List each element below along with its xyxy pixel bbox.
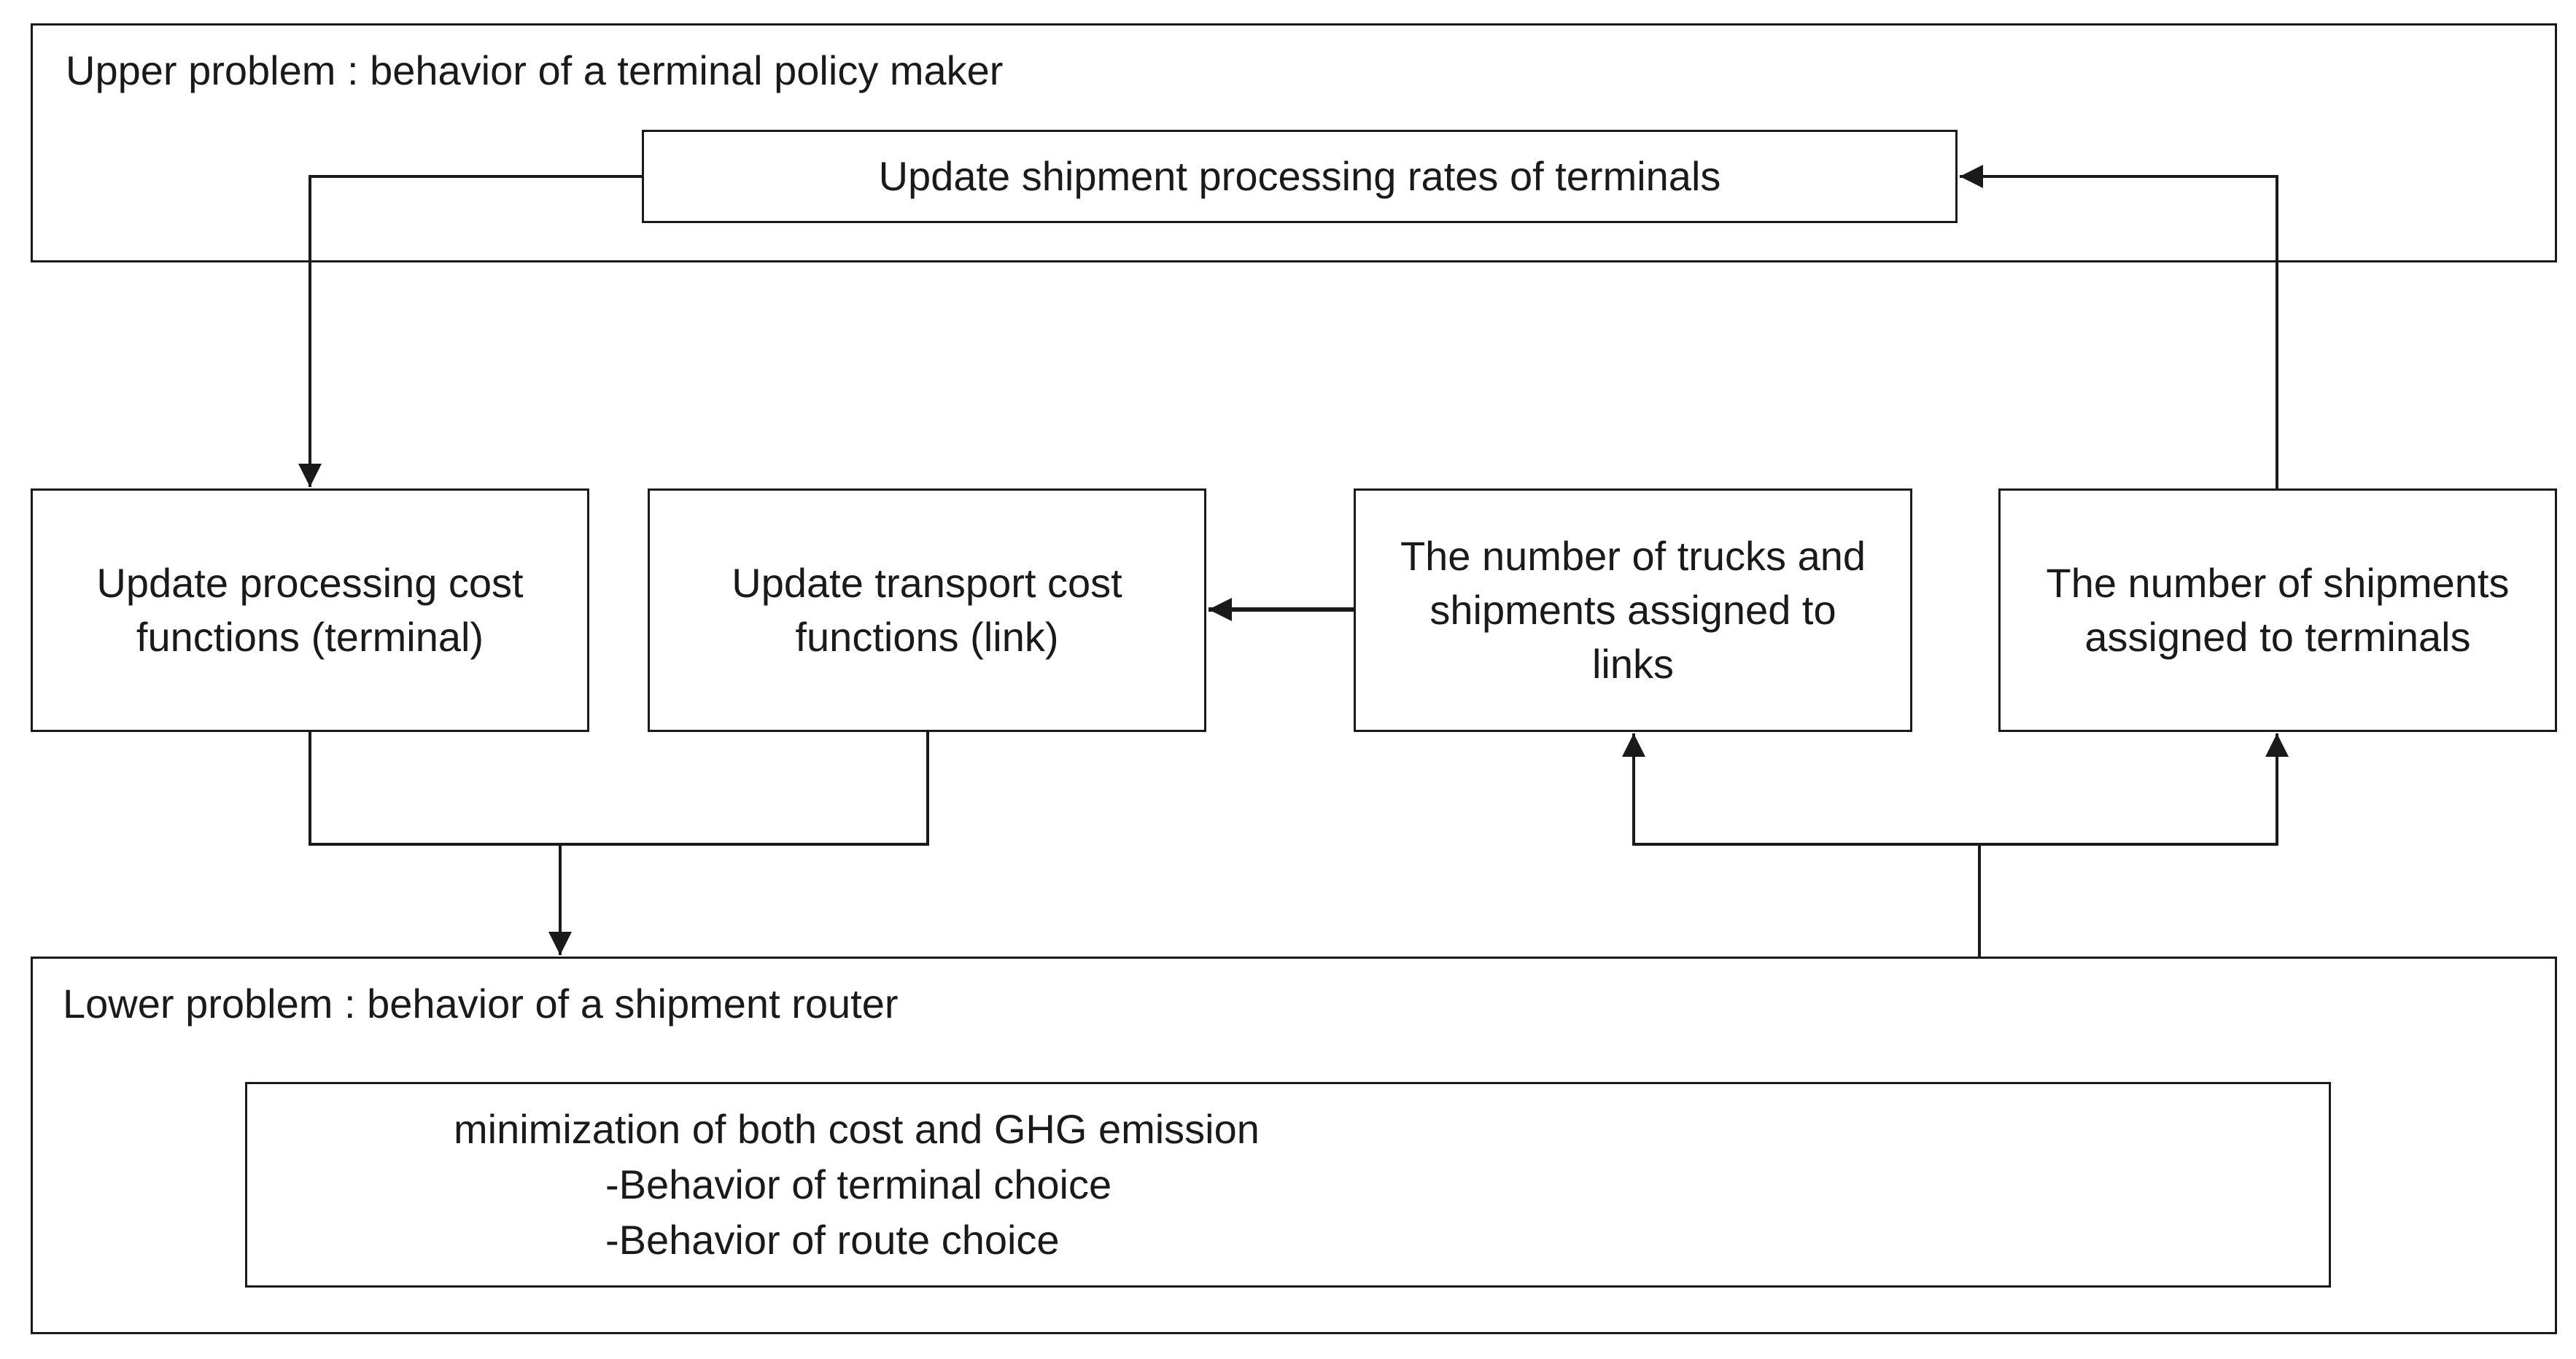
terminal-choice-item: -Behavior of terminal choice bbox=[605, 1161, 1112, 1207]
arrow-lower-to-shipments bbox=[1979, 733, 2289, 846]
shipments-terminals-line-1: The number of shipments bbox=[2046, 560, 2510, 606]
shipments-terminals-line-2: assigned to terminals bbox=[2084, 614, 2471, 660]
route-choice-item: -Behavior of route choice bbox=[605, 1217, 1060, 1263]
upper-problem-title: Upper problem : behavior of a terminal p… bbox=[66, 47, 1004, 93]
trucks-links-line-3: links bbox=[1591, 641, 1675, 687]
connector-costs-merge bbox=[309, 732, 929, 846]
update-rates-label: Update shipment processing rates of term… bbox=[878, 153, 1721, 199]
trucks-links-box: The number of trucks and shipments assig… bbox=[1354, 488, 1912, 732]
arrow-lower-to-trucks bbox=[1622, 733, 1979, 846]
arrow-rates-to-processing-cost bbox=[298, 175, 642, 487]
processing-cost-box: Update processing cost functions (termin… bbox=[31, 488, 589, 732]
objective-box bbox=[245, 1082, 2331, 1288]
trucks-links-line-2: shipments assigned to bbox=[1429, 587, 1836, 633]
processing-cost-line-1: Update processing cost bbox=[96, 560, 524, 606]
transport-cost-line-1: Update transport cost bbox=[732, 560, 1122, 606]
processing-cost-line-2: functions (terminal) bbox=[136, 614, 484, 660]
objective-label: minimization of both cost and GHG emissi… bbox=[454, 1106, 1260, 1152]
trucks-links-line-1: The number of trucks and bbox=[1400, 533, 1866, 579]
update-rates-box: Update shipment processing rates of term… bbox=[642, 130, 1958, 223]
transport-cost-box: Update transport cost functions (link) bbox=[648, 488, 1206, 732]
arrow-shipments-to-rates bbox=[1960, 165, 2278, 488]
transport-cost-line-2: functions (link) bbox=[795, 614, 1059, 660]
lower-problem-title: Lower problem : behavior of a shipment r… bbox=[63, 981, 899, 1027]
shipments-terminals-box: The number of shipments assigned to term… bbox=[1998, 488, 2557, 732]
